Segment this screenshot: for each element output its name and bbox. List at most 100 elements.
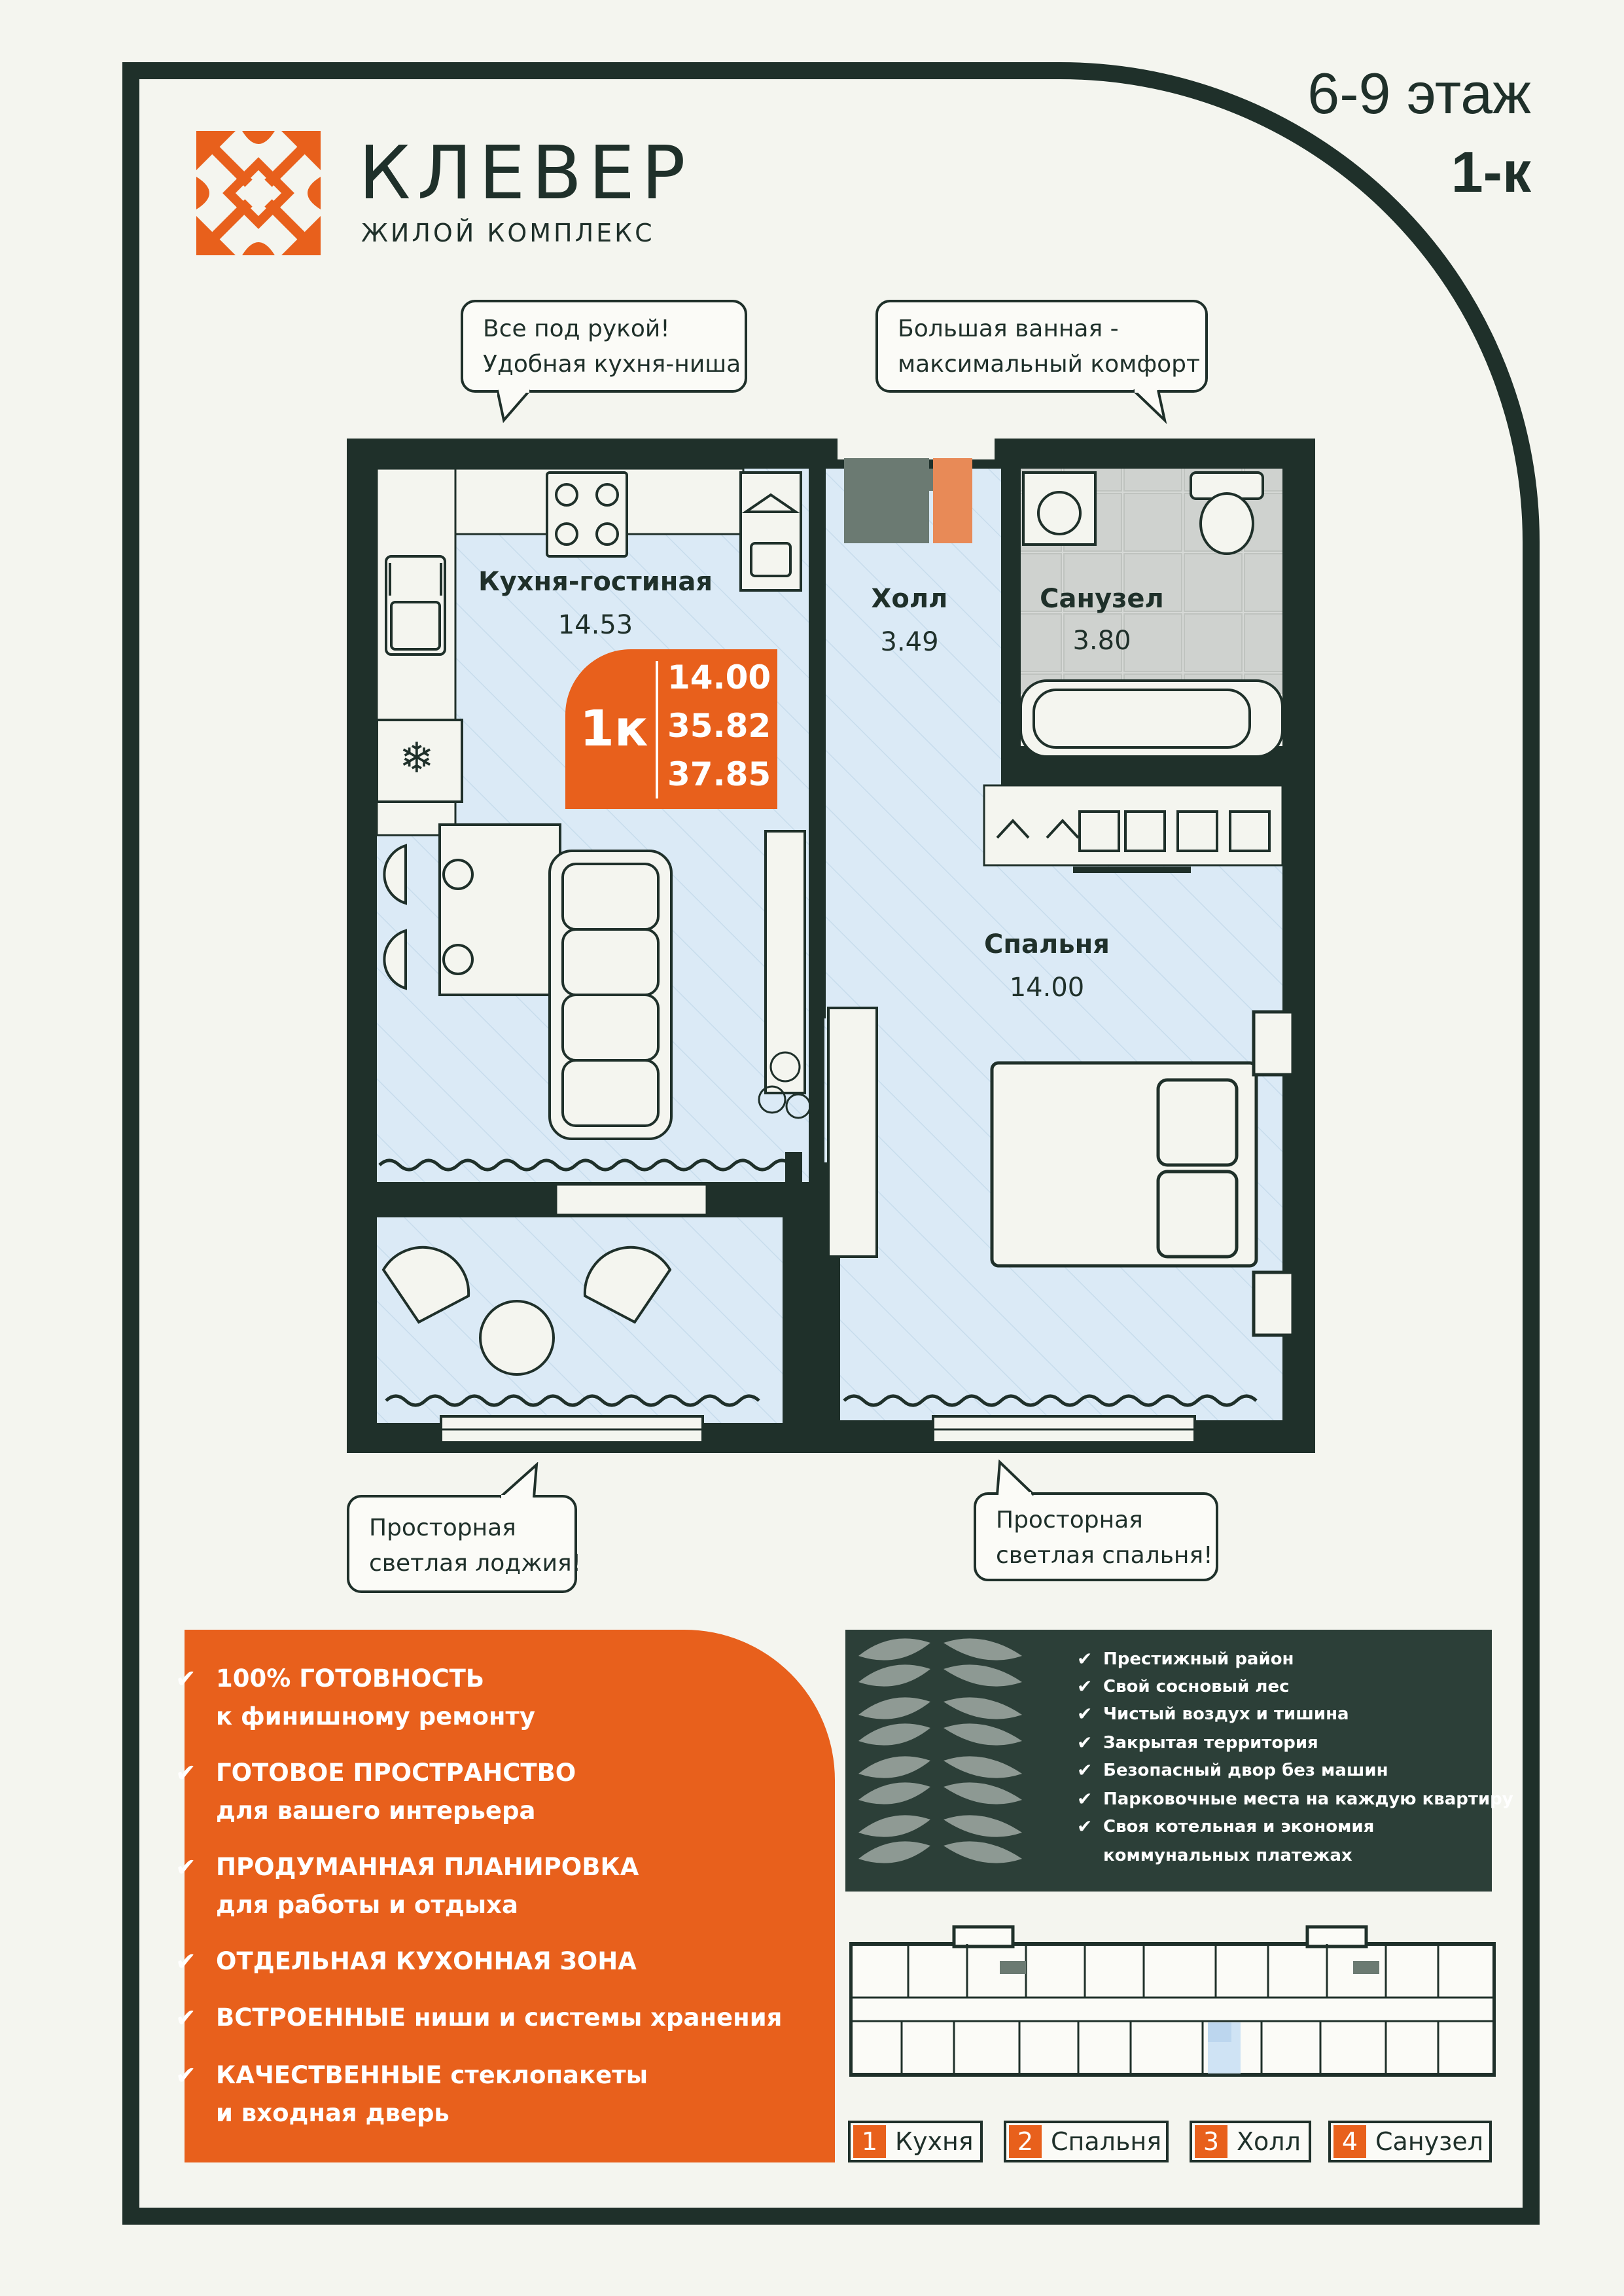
badge-divider	[656, 661, 658, 798]
logo-mark-icon	[196, 131, 321, 255]
bed-icon	[990, 1010, 1295, 1337]
feature-sub: и входная дверь	[216, 2099, 450, 2127]
feature-item: ✔ ГОТОВОЕ ПРОСТРАНСТВО для вашего интерь…	[175, 1754, 576, 1830]
room-label-bedroom: Спальня	[984, 929, 1110, 960]
benefit-item: ✔ Своя котельная и экономия	[1077, 1816, 1375, 1837]
benefit-item: ✔Безопасный двор без машин	[1077, 1759, 1388, 1781]
toilet-icon	[1190, 471, 1264, 555]
feature-highlight: 100% ГОТОВНОСТЬ	[216, 1664, 485, 1693]
check-icon: ✔	[1077, 1648, 1093, 1670]
washer-icon	[1022, 471, 1097, 546]
legend-number: 3	[1195, 2125, 1227, 2158]
feature-sub: для вашего интерьера	[216, 1797, 536, 1825]
sink-icon	[385, 555, 446, 656]
feature-sub: для работы и отдыха	[216, 1891, 518, 1919]
check-icon: ✔	[1077, 1788, 1093, 1810]
check-icon: ✔	[175, 2003, 196, 2032]
callout-loggia-tail	[499, 1462, 538, 1499]
benefit-text: Закрытая территория	[1103, 1733, 1318, 1753]
benefit-text: Свой сосновый лес	[1103, 1677, 1290, 1696]
callout-kitchen-line-2: Удобная кухня-ниша	[483, 351, 741, 378]
badge-living-area: 14.00	[667, 658, 771, 696]
feature-sub: к финишному ремонту	[216, 1702, 536, 1731]
legend-label: Санузел	[1375, 2127, 1484, 2156]
legend-item-kitchen: 1 Кухня	[848, 2121, 983, 2162]
logo-subtitle: ЖИЛОЙ КОМПЛЕКС	[361, 219, 655, 247]
wardrobe	[996, 810, 1271, 852]
legend-number: 4	[1333, 2125, 1366, 2158]
benefit-text: Парковочные места на каждую квартиру	[1103, 1789, 1513, 1809]
check-icon: ✔	[175, 2061, 196, 2090]
callout-kitchen-tail	[497, 389, 531, 423]
benefit-item: ✔ Чистый воздух и тишина	[1077, 1703, 1349, 1725]
benefit-item: ✔ Закрытая территория	[1077, 1732, 1318, 1753]
legend-item-bathroom: 4 Санузел	[1328, 2121, 1492, 2162]
feature-rest: ниши и системы хранения	[405, 2003, 783, 2032]
stove-icon	[546, 471, 628, 558]
bathtub-icon	[1019, 679, 1284, 758]
benefit-item: ✔ Парковочные места на каждую квартиру	[1077, 1788, 1513, 1810]
benefit-text: Своя котельная и экономия	[1103, 1817, 1375, 1837]
feature-highlight: ОТДЕЛЬНАЯ КУХОННАЯ ЗОНА	[216, 1947, 637, 1975]
callout-bedroom: Просторная светлая спальня!	[974, 1492, 1218, 1581]
feature-highlight: ПРОДУМАННАЯ ПЛАНИРОВКА	[216, 1853, 639, 1881]
check-icon: ✔	[175, 1853, 196, 1882]
benefit-text: коммунальных платежах	[1103, 1846, 1352, 1865]
check-icon: ✔	[1077, 1816, 1093, 1837]
fridge-icon: ❄	[376, 719, 463, 803]
check-icon: ✔	[1077, 1703, 1093, 1725]
feature-item: ✔ ПРОДУМАННАЯ ПЛАНИРОВКА для работы и от…	[175, 1848, 639, 1924]
check-icon: ✔	[175, 1947, 196, 1976]
feature-rest: стеклопакеты	[442, 2061, 648, 2089]
legend-number: 1	[853, 2125, 886, 2158]
plant-icon	[758, 1051, 811, 1119]
legend-item-bedroom: 2 Спальня	[1004, 2121, 1169, 2162]
feature-item: ✔ ВСТРОЕННЫЕ ниши и системы хранения	[175, 1999, 783, 2037]
building-floor-plan	[849, 1925, 1496, 2077]
callout-bathroom-tail	[1132, 389, 1167, 424]
apartment-type-label: 1-к	[1451, 139, 1531, 204]
legend-number: 2	[1009, 2125, 1042, 2158]
legend-item-hall: 3 Холл	[1190, 2121, 1311, 2162]
svg-text:❄: ❄	[399, 734, 434, 783]
badge-type: 1к	[580, 699, 648, 757]
room-area-kitchen: 14.53	[557, 610, 633, 640]
callout-bathroom: Большая ванная - максимальный комфорт	[875, 300, 1208, 393]
callout-bathroom-line-1: Большая ванная -	[898, 315, 1119, 342]
check-icon: ✔	[175, 1759, 196, 1787]
logo-name: КЛЕВЕР	[359, 131, 692, 216]
room-label-hall: Холл	[871, 584, 948, 614]
room-area-bathroom: 3.80	[1072, 626, 1131, 656]
legend-label: Кухня	[895, 2127, 974, 2156]
feature-highlight: ВСТРОЕННЫЕ	[216, 2003, 406, 2032]
callout-bathroom-line-2: максимальный комфорт	[898, 351, 1200, 378]
badge-total-with-loggia: 37.85	[667, 755, 771, 793]
feature-item: ✔ 100% ГОТОВНОСТЬ к финишному ремонту	[175, 1660, 536, 1736]
callout-kitchen: Все под рукой! Удобная кухня-ниша	[461, 300, 747, 393]
callout-bedroom-tail	[996, 1460, 1035, 1496]
hanger-icon	[739, 471, 802, 592]
dining-table	[383, 823, 561, 996]
benefit-item-continued: коммунальных платежах	[1103, 1846, 1352, 1865]
loggia-room	[377, 1217, 783, 1423]
check-icon: ✔	[1077, 1676, 1093, 1697]
callout-bedroom-line-1: Просторная	[996, 1507, 1143, 1534]
room-label-bathroom: Санузел	[1040, 584, 1164, 614]
features-panel	[185, 1630, 835, 2162]
floor-label: 6-9 этаж	[1307, 61, 1531, 126]
floor-plan: ❄	[347, 432, 1315, 1453]
room-area-bedroom: 14.00	[1009, 973, 1085, 1003]
callout-loggia: Просторная светлая лоджия!	[347, 1495, 582, 1593]
benefit-text: Чистый воздух и тишина	[1103, 1704, 1349, 1724]
summary-badge: 1к 14.00 35.82 37.85	[565, 649, 777, 809]
room-label-kitchen: Кухня-гостиная	[478, 567, 713, 597]
loggia-chairs	[381, 1246, 672, 1376]
benefit-item: ✔ Свой сосновый лес	[1077, 1676, 1290, 1697]
room-area-hall: 3.49	[880, 627, 939, 657]
legend-label: Холл	[1237, 2127, 1301, 2156]
benefit-text: Престижный район	[1103, 1649, 1294, 1669]
callout-loggia-line-2: светлая лоджия!	[369, 1550, 582, 1577]
feature-item: ✔ ОТДЕЛЬНАЯ КУХОННАЯ ЗОНА	[175, 1943, 637, 1981]
check-icon: ✔	[1077, 1732, 1093, 1753]
